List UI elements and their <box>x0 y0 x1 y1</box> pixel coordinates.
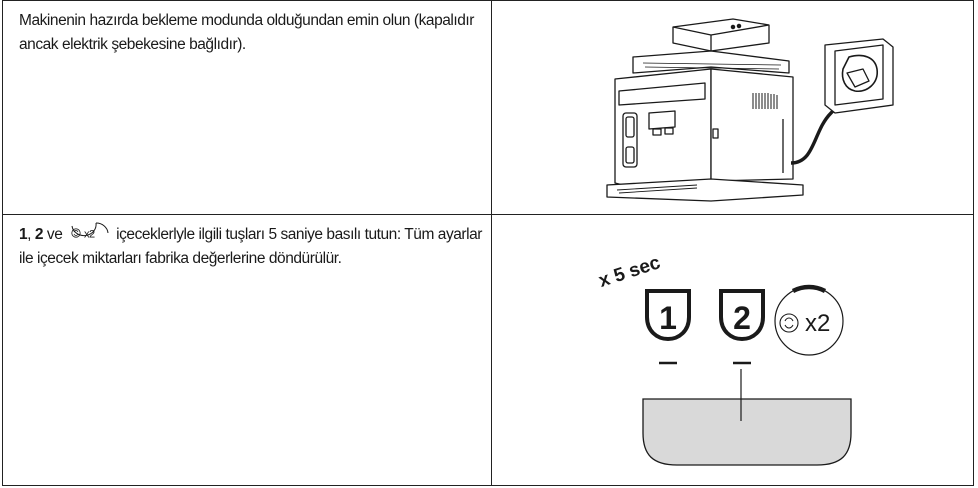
cup-container <box>642 398 852 466</box>
step-standby-text: Makinenin hazırda bekleme modunda olduğu… <box>19 12 475 53</box>
button-1-label: 1 <box>659 300 677 336</box>
hold-duration-label: x 5 sec <box>596 252 663 292</box>
button-2-label: 2 <box>733 300 751 336</box>
inline-x2-label: x2 <box>84 229 95 241</box>
column-divider <box>491 1 492 485</box>
button-press-illustration: x 5 sec 1 2 x2 <box>596 252 852 466</box>
double-coffee-icon: x2 <box>66 221 112 245</box>
row-divider <box>3 214 973 215</box>
button-2-icon: 2 <box>719 289 765 342</box>
double-coffee-button-icon: x2 <box>774 284 844 356</box>
text-ve: ve <box>43 226 67 243</box>
button-1-ref: 1 <box>19 226 28 243</box>
button-1-icon: 1 <box>645 289 691 342</box>
button-2-ref: 2 <box>34 226 44 243</box>
button-3-label: x2 <box>805 310 830 337</box>
step-reset-rest: içeceklerlyle ilgili tuşları 5 saniye ba… <box>19 226 483 267</box>
coffee-machine-illustration <box>606 18 894 202</box>
text-separator: , <box>27 226 35 243</box>
step-reset-text: 1, 2 ve x2 içeceklerlyle ilgili tuşları … <box>19 221 484 271</box>
